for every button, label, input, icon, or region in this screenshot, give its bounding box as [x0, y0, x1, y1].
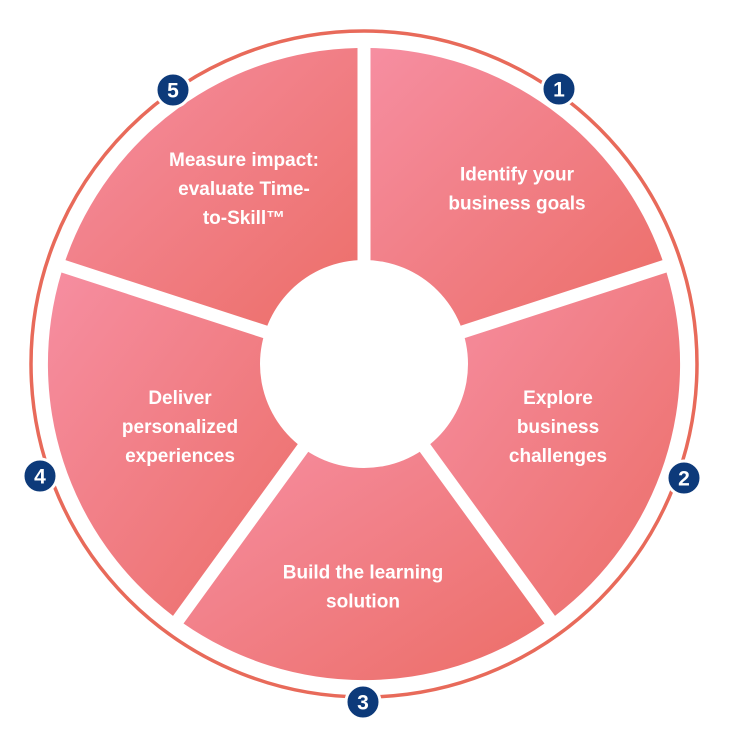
step-label-line: personalized [122, 417, 238, 438]
step-label-line: Measure impact: [169, 150, 319, 171]
badge-number: 2 [678, 468, 690, 491]
step-label-line: challenges [509, 446, 607, 467]
center-circle [260, 260, 468, 468]
step-label-5: Measure impact: evaluate Time-to-Skill™ [169, 150, 319, 229]
badges-group: 1 2 3 4 5 [21, 70, 703, 721]
badge-number: 1 [553, 79, 565, 102]
segment-step-5 [65, 48, 358, 327]
badge-number: 3 [357, 692, 369, 715]
step-label-line: Identify your [460, 165, 575, 186]
segment-step-2 [428, 272, 681, 616]
segment-step-4 [47, 272, 300, 616]
step-badge-2: 2 [665, 459, 703, 497]
step-label-line: experiences [125, 446, 235, 467]
step-label-3: Build the learning solution [283, 563, 443, 613]
badge-circle [540, 70, 578, 108]
step-label-2: Explore business challenges [509, 388, 607, 467]
step-label-line: solution [326, 592, 400, 613]
badge-circle [21, 457, 59, 495]
segment-step-3 [183, 448, 545, 681]
step-badge-1: 1 [540, 70, 578, 108]
step-label-line: business [517, 417, 599, 438]
step-badge-5: 5 [154, 71, 192, 109]
badge-circle [344, 683, 382, 721]
badge-number: 4 [34, 466, 46, 489]
step-label-line: business goals [448, 194, 585, 215]
badge-circle [154, 71, 192, 109]
step-label-line: evaluate Time- [178, 179, 310, 200]
step-label-line: Build the learning [283, 563, 443, 584]
badge-circle [665, 459, 703, 497]
step-badge-4: 4 [21, 457, 59, 495]
step-label-1: Identify your business goals [448, 165, 585, 215]
step-label-line: Deliver [148, 388, 212, 409]
segments-group [47, 48, 681, 681]
step-label-line: Explore [523, 388, 593, 409]
step-label-4: Deliver personalized experiences [122, 388, 238, 467]
step-label-line: to-Skill™ [203, 208, 285, 229]
badge-number: 5 [167, 80, 179, 103]
step-badge-3: 3 [344, 683, 382, 721]
segment-step-1 [370, 48, 663, 327]
